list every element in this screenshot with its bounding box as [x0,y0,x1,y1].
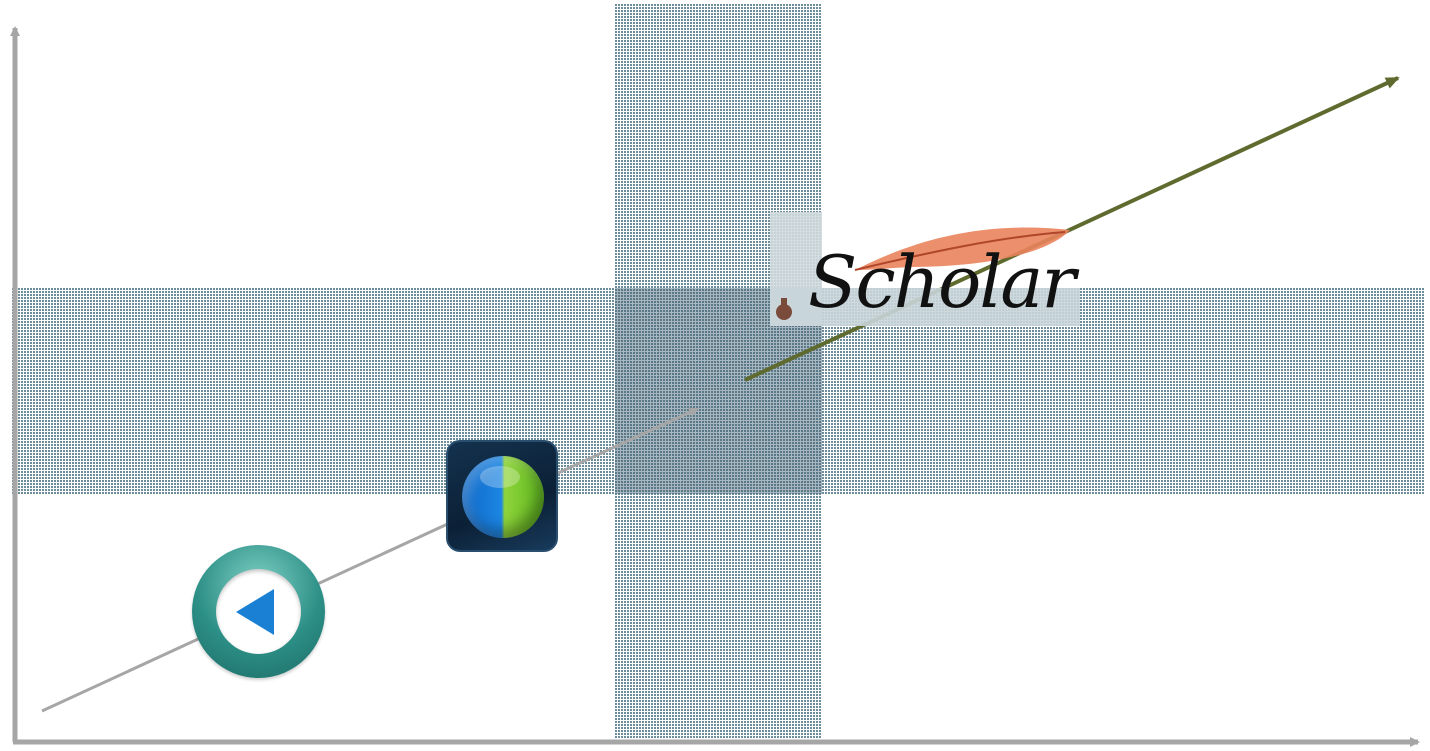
sphere-icon [462,456,544,538]
globe-app-icon[interactable] [446,440,558,552]
play-left-icon [236,589,274,635]
back-button-face [216,569,301,654]
lower-trend-arrow [42,409,697,711]
scholar-logo: Scholar [770,212,1080,326]
back-button-icon[interactable] [192,545,325,678]
inkwell-icon [772,292,796,322]
logo-text: Scholar [808,242,1074,322]
sphere-highlight [480,466,520,488]
